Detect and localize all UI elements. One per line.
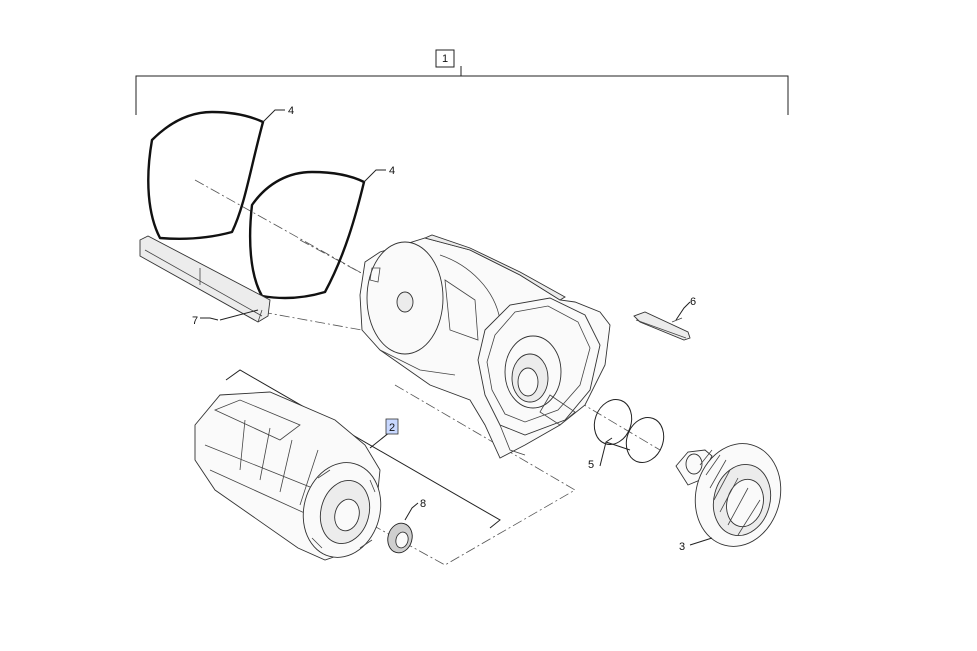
callout-6[interactable]: 6 [690, 296, 696, 308]
callout-4a-label: 4 [288, 105, 294, 117]
callout-1[interactable]: 1 [435, 49, 455, 68]
o-rings [593, 399, 665, 463]
callout-2-label: 2 [389, 422, 395, 434]
callout-1-label: 1 [442, 53, 448, 65]
callout-3[interactable]: 3 [679, 541, 685, 553]
callout-4b-label: 4 [389, 165, 395, 177]
mounting-bracket [633, 311, 691, 341]
end-cap [675, 443, 782, 547]
callout-4b[interactable]: 4 [389, 165, 395, 177]
blower-housing [359, 234, 611, 459]
callout-2[interactable]: 2 [385, 418, 399, 435]
callout-7[interactable]: 7 [192, 315, 198, 327]
callout-5-label: 5 [588, 459, 594, 471]
leader-lines [200, 109, 713, 546]
callout-6-label: 6 [690, 296, 696, 308]
assembly-bracket [135, 66, 789, 115]
callout-5[interactable]: 5 [588, 459, 594, 471]
callout-8-label: 8 [420, 498, 426, 510]
callout-4a[interactable]: 4 [288, 105, 294, 117]
callout-3-label: 3 [679, 541, 685, 553]
gasket-right [248, 170, 366, 300]
callout-8[interactable]: 8 [420, 498, 426, 510]
blower-wheel [194, 369, 501, 561]
gasket-left [147, 110, 265, 240]
bearing [387, 522, 413, 554]
filter-strip [139, 235, 271, 323]
callout-7-label: 7 [192, 315, 198, 327]
